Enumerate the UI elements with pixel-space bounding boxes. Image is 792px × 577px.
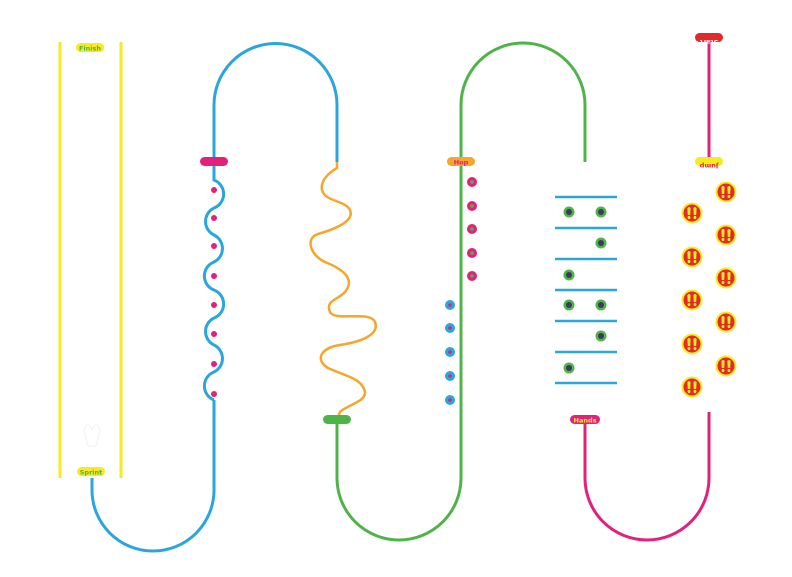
dot-icon bbox=[211, 302, 217, 308]
label-start-text: Start bbox=[700, 38, 719, 46]
blue-dots-group bbox=[445, 300, 455, 405]
footprint-icon bbox=[715, 311, 737, 333]
footprints-group bbox=[681, 181, 737, 398]
ladder-rungs bbox=[555, 195, 617, 385]
dot-icon bbox=[467, 177, 477, 187]
dot-icon bbox=[211, 331, 217, 337]
label-hop-text: Hop bbox=[454, 159, 469, 167]
paw-icon bbox=[595, 330, 607, 342]
dot-icon bbox=[467, 248, 477, 258]
paw-icon bbox=[563, 299, 575, 311]
magenta-path-bottom-curve bbox=[583, 412, 711, 542]
dot-icon bbox=[467, 271, 477, 281]
wiggle-dots bbox=[211, 187, 217, 397]
label-hop: Hop bbox=[447, 157, 475, 167]
paw-icon bbox=[595, 237, 607, 249]
ladder-prints bbox=[563, 206, 607, 374]
label-jump: Jump bbox=[695, 157, 723, 170]
dot-icon bbox=[445, 300, 455, 310]
paw-icon bbox=[595, 206, 607, 218]
green-path-top-arch bbox=[459, 41, 587, 162]
dot-icon bbox=[211, 361, 217, 367]
label-hands-text: Hands bbox=[574, 417, 597, 425]
paw-icon bbox=[563, 362, 575, 374]
footprint-icon bbox=[681, 376, 703, 398]
green-path-bottom-curve bbox=[335, 162, 463, 542]
footprint-icon bbox=[681, 202, 703, 224]
dot-icon bbox=[445, 347, 455, 357]
dot-icon bbox=[445, 371, 455, 381]
paw-icon bbox=[563, 206, 575, 218]
dot-icon bbox=[211, 243, 217, 249]
label-finish: Finish bbox=[76, 43, 104, 53]
dot-icon bbox=[445, 395, 455, 405]
blue-path-bottom-curve bbox=[90, 400, 216, 553]
footprint-icon bbox=[715, 267, 737, 289]
label-jump-text: Jump bbox=[699, 162, 719, 170]
dot-icon bbox=[211, 187, 217, 193]
magenta-dots-group bbox=[467, 177, 477, 281]
label-hands: Hands bbox=[570, 415, 600, 425]
dot-icon bbox=[467, 201, 477, 211]
footprint-icon bbox=[681, 333, 703, 355]
label-start: Start bbox=[695, 33, 723, 46]
dot-icon bbox=[211, 391, 217, 397]
label-sprint: Sprint bbox=[77, 467, 105, 477]
footprint-icon bbox=[681, 289, 703, 311]
blue-path-top-arch bbox=[212, 42, 339, 162]
label-blank-magenta bbox=[200, 157, 228, 166]
footprint-icon bbox=[715, 224, 737, 246]
blue-path-wiggle-column bbox=[202, 162, 226, 402]
label-finish-text: Finish bbox=[79, 45, 101, 53]
footprint-icon bbox=[681, 246, 703, 268]
label-blank-green bbox=[323, 415, 351, 424]
dot-icon bbox=[211, 215, 217, 221]
footprint-icon bbox=[715, 355, 737, 377]
faint-footprint-icon bbox=[83, 424, 101, 447]
dot-icon bbox=[211, 273, 217, 279]
dot-icon bbox=[445, 323, 455, 333]
footprint-icon bbox=[715, 181, 737, 203]
paw-icon bbox=[595, 299, 607, 311]
label-sprint-text: Sprint bbox=[80, 469, 103, 477]
paw-icon bbox=[563, 269, 575, 281]
orange-squiggle-path bbox=[309, 162, 377, 421]
dot-icon bbox=[467, 224, 477, 234]
